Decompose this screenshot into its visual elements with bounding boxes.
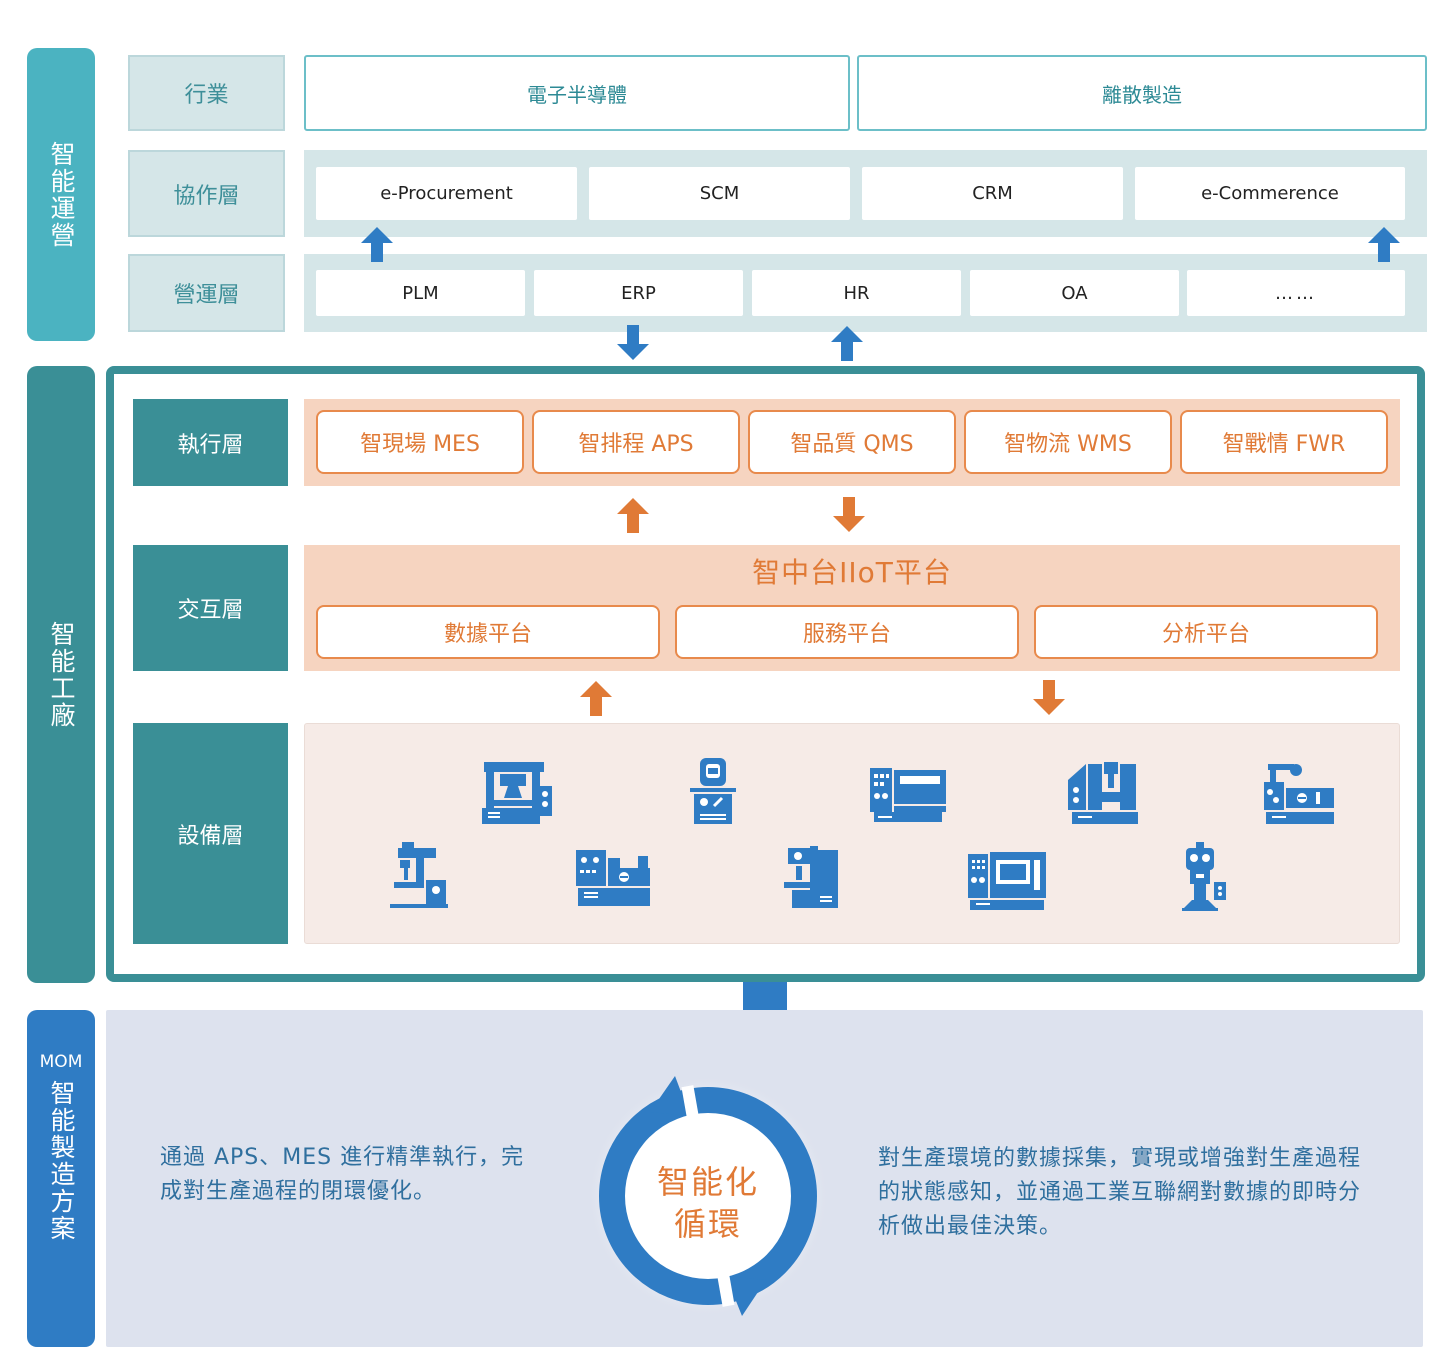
collab-item-ecommerence: e-Commerence — [1135, 167, 1405, 220]
operation-item-oa: OA — [970, 270, 1179, 316]
execution-item-mes: 智現場 MES — [316, 410, 524, 474]
robot-arm-lathe-icon — [1264, 764, 1334, 824]
side-label-mom-text: 智能製造方案 — [47, 1080, 76, 1242]
execution-item-fwr: 智戰情 FWR — [1180, 410, 1388, 474]
layer-label-interaction: 交互層 — [133, 545, 288, 671]
platform-item-service: 服務平台 — [675, 605, 1019, 659]
side-label-smart-operations: 智能運營 — [27, 48, 95, 341]
control-panel-machine-icon — [870, 768, 946, 822]
arrow-down-icon-exec — [833, 497, 865, 532]
side-label-smart-operations-text: 智能運營 — [47, 140, 76, 249]
layer-label-industry: 行業 — [128, 55, 285, 131]
collab-item-eprocurement: e-Procurement — [316, 167, 577, 220]
milling-machine-icon — [784, 846, 838, 908]
cycle-text-line1: 智能化 — [656, 1163, 759, 1201]
robot-icon — [1182, 842, 1226, 911]
arrow-up-icon-right — [1368, 227, 1400, 262]
arrow-up-icon-ops — [831, 326, 863, 361]
collab-item-scm: SCM — [589, 167, 850, 220]
industry-discrete: 離散製造 — [857, 55, 1427, 131]
layer-label-collab: 協作層 — [128, 150, 285, 237]
platform-item-analytics: 分析平台 — [1034, 605, 1378, 659]
microscope-instrument-icon — [690, 758, 736, 824]
press-machine-icon — [482, 762, 552, 824]
execution-item-wms: 智物流 WMS — [964, 410, 1172, 474]
side-label-mom: MOM 智能製造方案 — [27, 1010, 95, 1347]
arrow-up-icon-exec — [617, 498, 649, 533]
execution-item-qms: 智品質 QMS — [748, 410, 956, 474]
arrow-up-icon-left — [361, 227, 393, 262]
drill-press-icon — [390, 842, 448, 908]
platform-item-data: 數據平台 — [316, 605, 660, 659]
operation-item-plm: PLM — [316, 270, 525, 316]
operation-item-erp: ERP — [534, 270, 743, 316]
side-label-smart-factory-text: 智能工廠 — [47, 620, 76, 729]
execution-item-aps: 智排程 APS — [532, 410, 740, 474]
platform-title: 智中台IIoT平台 — [752, 556, 952, 589]
layer-label-operation: 營運層 — [128, 254, 285, 332]
industry-electronics: 電子半導體 — [304, 55, 850, 131]
mom-prefix: MOM — [39, 1052, 83, 1072]
description-left: 通過 APS、MES 進行精準執行，完成對生產過程的閉環優化。 — [160, 1145, 525, 1204]
description-right: 對生產環境的數據採集，實現或增強對生產過程的狀態感知，並通過工業互聯網對數據的即… — [878, 1146, 1362, 1239]
cycle-text-line2: 循環 — [673, 1205, 742, 1243]
layer-label-execution: 執行層 — [133, 399, 288, 486]
operation-item-more: …… — [1187, 270, 1405, 316]
operation-item-hr: HR — [752, 270, 961, 316]
arrow-down-icon-ops — [617, 325, 649, 360]
equipment-panel — [304, 723, 1400, 944]
cnc-machine-icon — [1068, 762, 1138, 824]
machining-center-icon — [968, 852, 1046, 910]
arrow-down-icon-platform — [1033, 680, 1065, 715]
cycle-graphic — [588, 1076, 828, 1316]
arrow-up-icon-platform — [580, 681, 612, 716]
collab-item-crm: CRM — [862, 167, 1123, 220]
side-label-smart-factory: 智能工廠 — [27, 366, 95, 983]
layer-label-equipment: 設備層 — [133, 723, 288, 944]
lathe-icon — [576, 850, 650, 906]
